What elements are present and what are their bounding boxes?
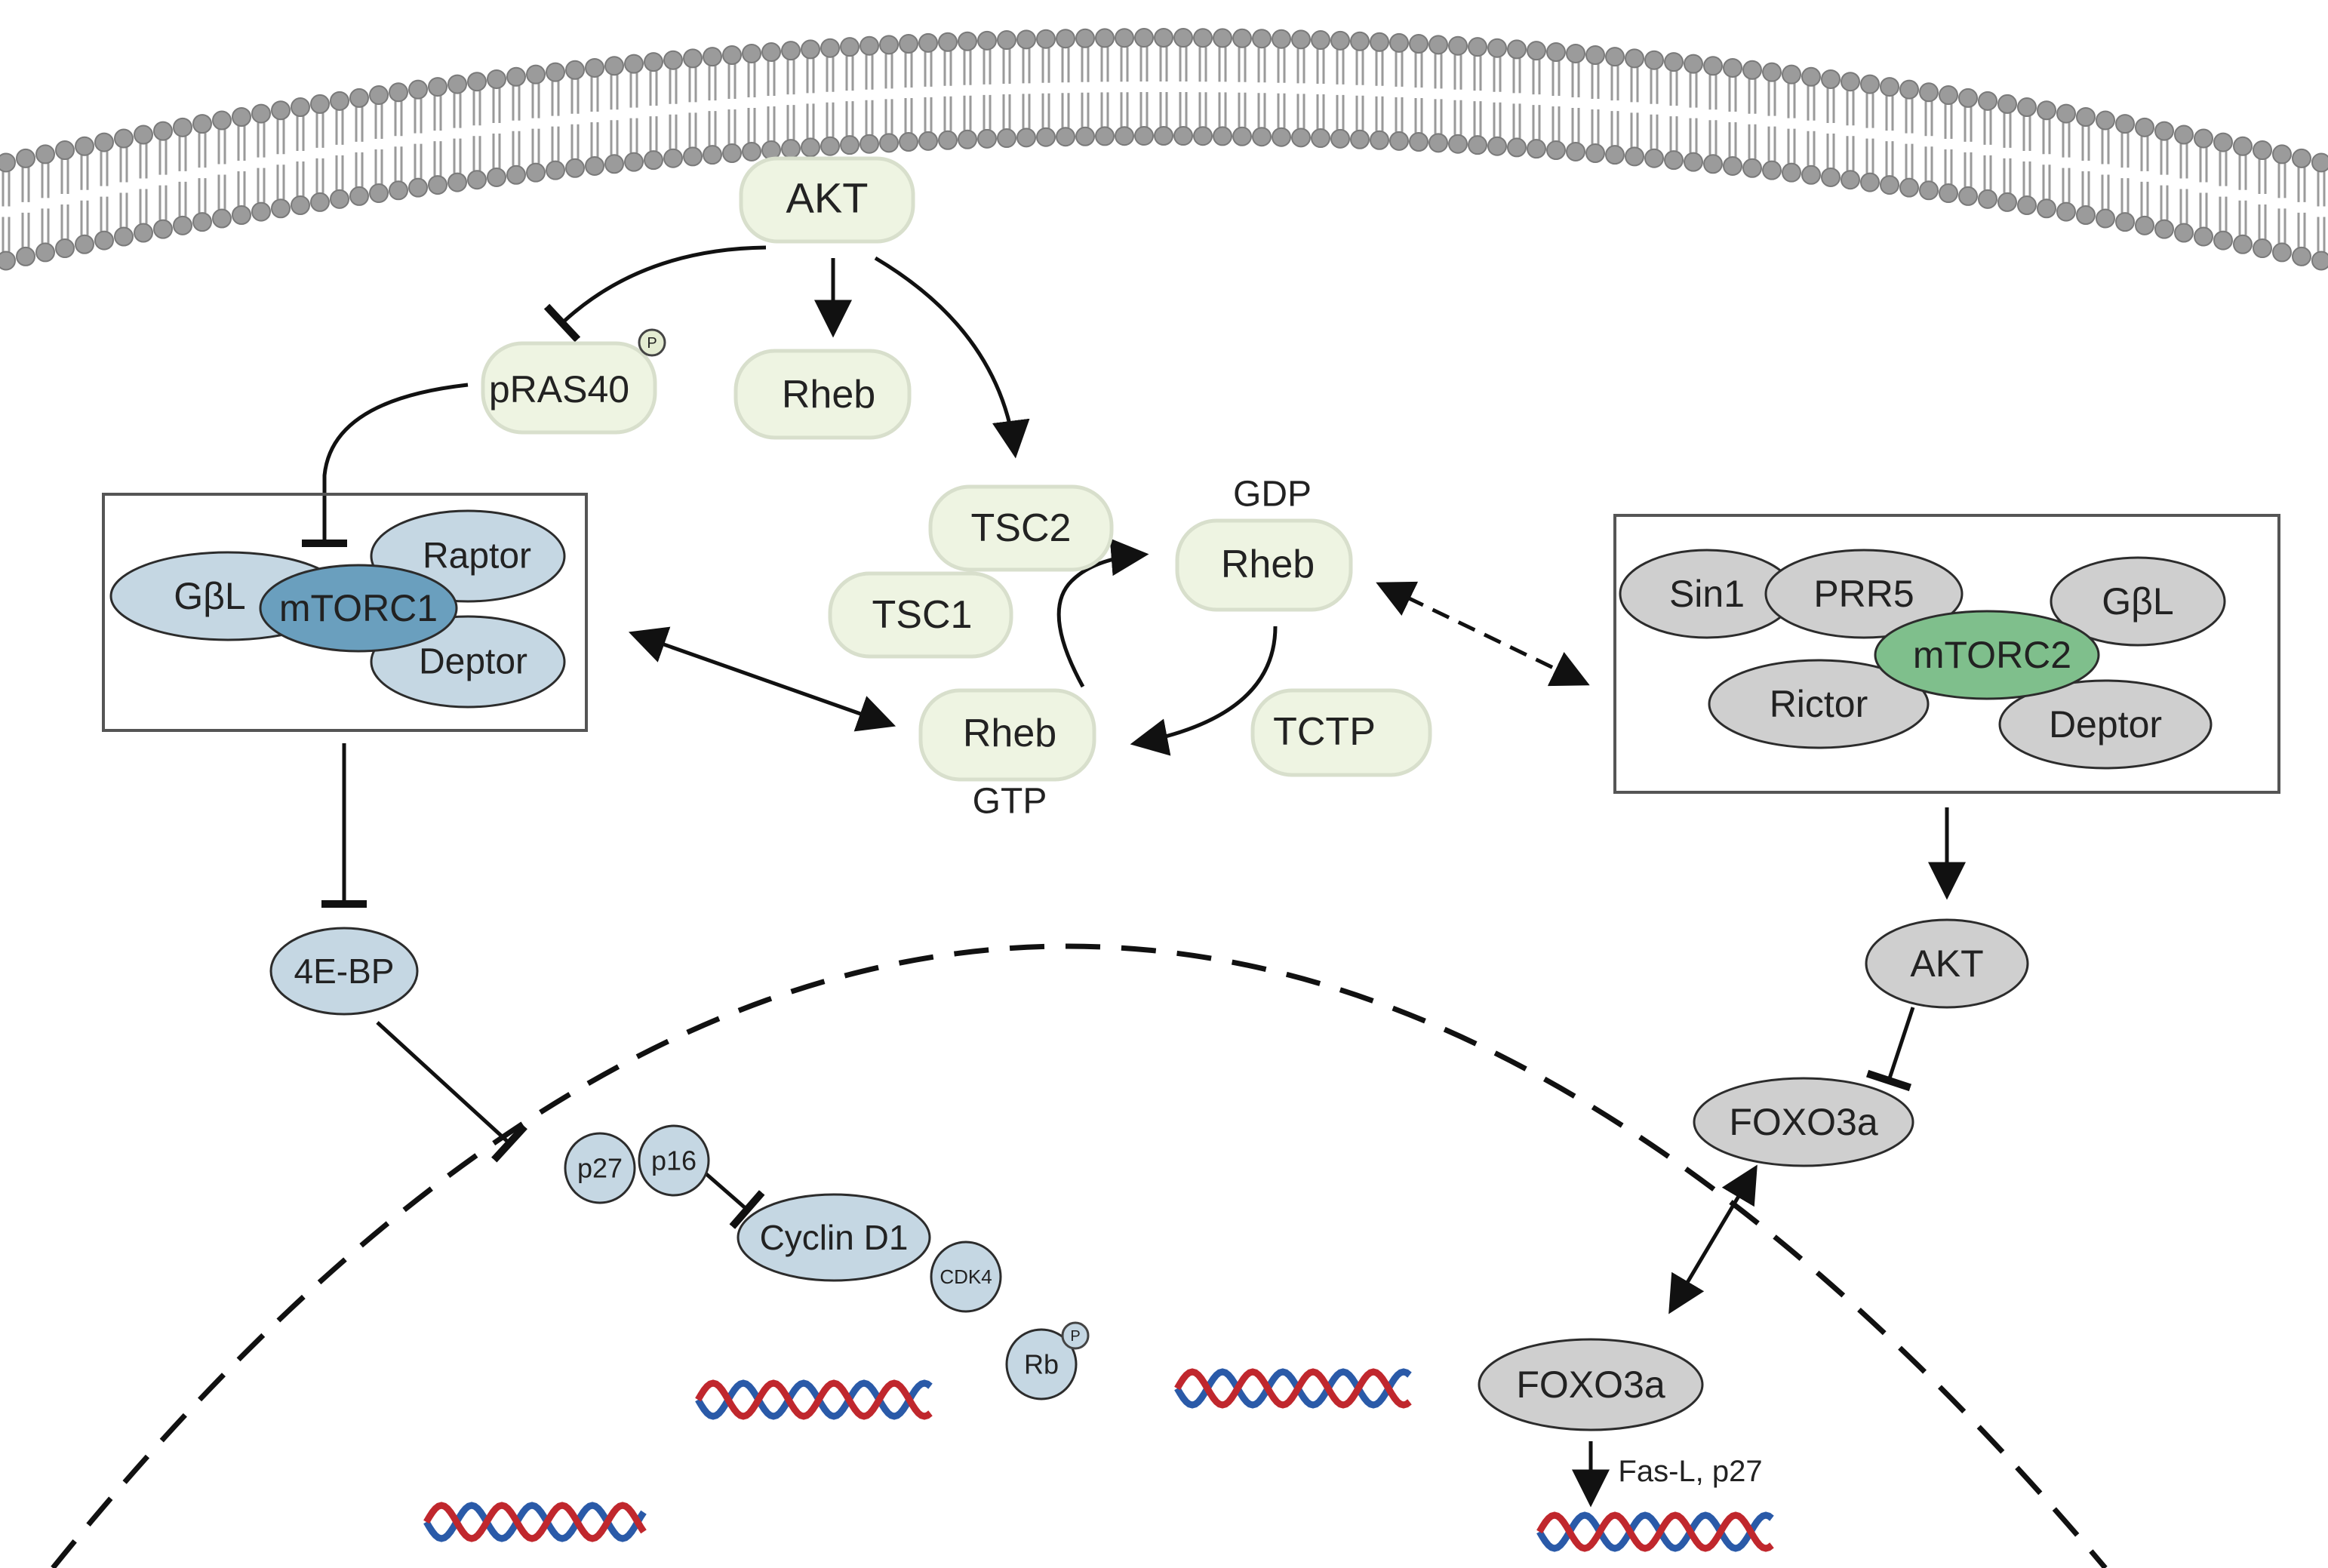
foxo3a-nucleus-node: FOXO3a	[1478, 1338, 1704, 1431]
svg-text:p16: p16	[651, 1145, 697, 1176]
svg-text:Rb: Rb	[1024, 1349, 1059, 1380]
svg-text:Sin1: Sin1	[1669, 573, 1745, 615]
gtp-label: GTP	[973, 782, 1047, 822]
svg-text:mTORC1: mTORC1	[279, 587, 438, 629]
dna-strand	[1174, 1368, 1412, 1409]
phospho-icon	[638, 328, 666, 357]
dna-strand	[1174, 1368, 1412, 1409]
svg-text:Deptor: Deptor	[419, 642, 527, 682]
svg-text:Rheb: Rheb	[1221, 543, 1315, 586]
svg-text:p27: p27	[577, 1153, 623, 1184]
akt-top-node: AKT	[739, 156, 915, 244]
svg-text:Rheb: Rheb	[963, 712, 1056, 755]
rheb-gdp-node: Rheb	[1175, 518, 1353, 612]
svg-text:4E-BP: 4E-BP	[294, 952, 395, 991]
svg-text:TSC2: TSC2	[971, 506, 1072, 550]
dna-strand	[1536, 1511, 1774, 1552]
pras40-node: pRAS40 P	[481, 328, 666, 435]
mtorc1-box	[102, 493, 588, 732]
phospho-icon	[1061, 1321, 1090, 1350]
fasl-p27-label: Fas-L, p27	[1618, 1455, 1762, 1488]
foxo3a-cytoplasm-node: FOXO3a	[1693, 1077, 1914, 1167]
svg-text:Deptor: Deptor	[2049, 703, 2162, 746]
nuclear-envelope	[51, 943, 2108, 1568]
svg-text:CDK4: CDK4	[940, 1265, 992, 1288]
akt-to-tsc2	[874, 256, 1030, 459]
p16-inhibits-cyclin	[704, 1172, 765, 1229]
svg-text:Rictor: Rictor	[1770, 683, 1868, 725]
mtorc2-box	[1613, 514, 2280, 794]
svg-text:pRAS40: pRAS40	[489, 368, 629, 410]
mtorc2-complex: Sin1 PRR5 GβL Deptor Rictor mTORC2	[1619, 549, 2226, 770]
dna-strand	[695, 1379, 933, 1420]
svg-text:AKT: AKT	[786, 174, 869, 222]
akt-inhibits-foxo3a	[1865, 1007, 1915, 1092]
svg-text:AKT: AKT	[1910, 942, 1983, 985]
connectors	[302, 245, 1966, 1508]
svg-text:TCTP: TCTP	[1273, 710, 1376, 754]
svg-text:P: P	[647, 335, 657, 352]
tctp-node: TCTP	[1250, 688, 1432, 777]
rheb-gtp-to-gdp	[1056, 538, 1149, 688]
4ebp-inhibits-target	[376, 1021, 527, 1163]
svg-text:Raptor: Raptor	[423, 537, 531, 576]
pras40-inhibits-mtorc1	[302, 383, 469, 547]
mtorc1-rheb-bidirectional	[628, 626, 896, 732]
tsc1-node: TSC1	[828, 571, 1013, 659]
cell-membrane	[0, 28, 2328, 271]
dna-helices	[423, 1368, 1774, 1552]
cdk4-node: CDK4	[930, 1241, 1002, 1313]
akt-inhibits-pras40	[543, 245, 767, 343]
akt-right-node: AKT	[1865, 918, 2029, 1009]
svg-text:P: P	[1070, 1328, 1080, 1345]
svg-text:FOXO3a: FOXO3a	[1729, 1101, 1877, 1143]
svg-text:PRR5: PRR5	[1813, 573, 1914, 615]
foxo3a-shuttle	[1668, 1164, 1758, 1314]
dna-strand	[1536, 1511, 1774, 1552]
cyclin-d1-node: Cyclin D1	[737, 1193, 931, 1282]
rheb-mtorc2-dashed	[1376, 581, 1590, 687]
svg-text:mTORC2: mTORC2	[1913, 634, 2071, 676]
4ebp-node: 4E-BP	[269, 927, 419, 1016]
dna-strand	[423, 1502, 647, 1542]
mtorc1-complex: GβL Raptor Deptor mTORC1	[109, 509, 566, 709]
rheb-gtp-node: Rheb	[918, 688, 1096, 782]
svg-text:FOXO3a: FOXO3a	[1516, 1364, 1665, 1406]
p27-node: p27	[564, 1132, 636, 1204]
svg-text:TSC1: TSC1	[872, 593, 973, 637]
p16-node: p16	[638, 1124, 710, 1197]
gdp-label: GDP	[1233, 475, 1312, 515]
svg-text:GβL: GβL	[2102, 580, 2173, 623]
rheb-top-node: Rheb	[733, 349, 912, 440]
svg-text:Rheb: Rheb	[782, 373, 875, 417]
tsc2-node: TSC2	[928, 484, 1114, 572]
rheb-gdp-to-gtp	[1130, 626, 1278, 756]
rb-node: Rb P	[1005, 1321, 1090, 1400]
dna-strand	[695, 1379, 933, 1420]
svg-text:GβL: GβL	[174, 575, 245, 617]
svg-text:Cyclin D1: Cyclin D1	[760, 1218, 909, 1257]
